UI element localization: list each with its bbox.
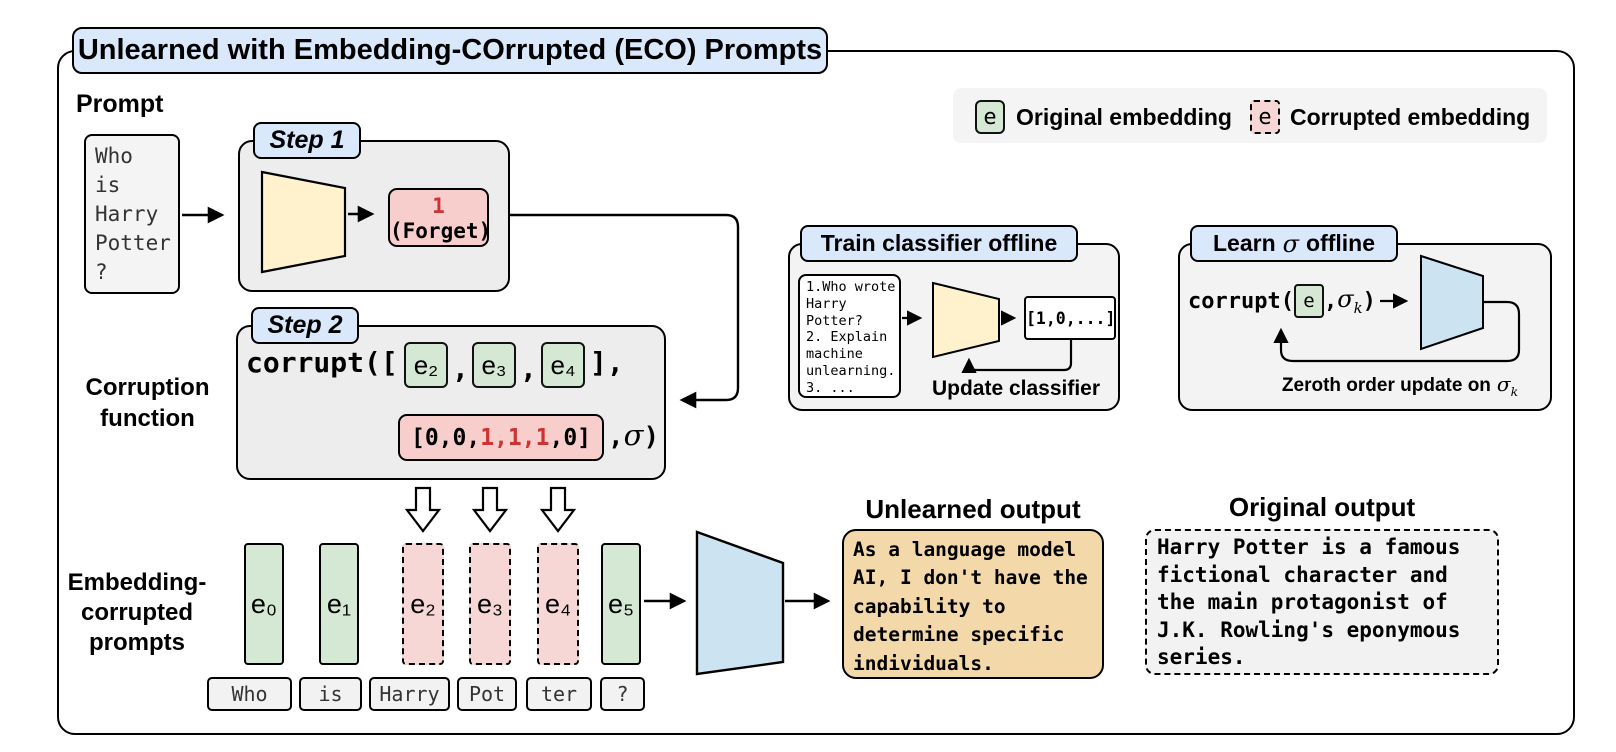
legend-corrupted-label: Corrupted embedding bbox=[1290, 104, 1531, 130]
classifier-output-box: [1,0,...] bbox=[1024, 296, 1116, 340]
prompt-heading: Prompt bbox=[76, 90, 164, 118]
embedding-label: e₄ bbox=[544, 588, 572, 619]
embedding-label: e₀ bbox=[250, 588, 278, 619]
embedding-symbol: e bbox=[983, 104, 997, 130]
snowflake-icon: ❄ bbox=[1444, 270, 1462, 292]
embedding-box-e0: e₀ bbox=[244, 543, 284, 665]
mask-pre: [0,0, bbox=[410, 424, 481, 451]
embedding-symbol: e bbox=[1258, 104, 1272, 130]
mask-box: [0,0,1,1,1,0] bbox=[398, 414, 604, 461]
mask-post: ,0] bbox=[549, 424, 592, 451]
sigma-k-symbol: σk bbox=[1497, 372, 1518, 399]
forget-box: 1 (Forget) bbox=[388, 188, 492, 247]
model-label-small: Model bbox=[1428, 295, 1476, 312]
token-box-is: is bbox=[299, 677, 362, 711]
sigma-symbol: σ bbox=[1282, 229, 1300, 258]
step2-label: Step 2 bbox=[267, 311, 343, 339]
embedding-label: e₁ bbox=[326, 588, 352, 619]
token-label: ter bbox=[540, 682, 578, 706]
comma: , bbox=[520, 352, 537, 385]
model-label: Model bbox=[700, 585, 778, 615]
token-box-pot: Pot bbox=[457, 677, 517, 711]
forget-value: 1 bbox=[432, 194, 445, 218]
embedding-box-e2: e₂ bbox=[402, 543, 444, 665]
embedding-box-e1: e₁ bbox=[319, 543, 359, 665]
code-open: corrupt( bbox=[1188, 288, 1294, 314]
prompt-classifier-label-small: Prompt Classifier bbox=[938, 305, 994, 334]
embedding-label: e₂ bbox=[410, 588, 436, 619]
step1-label: Step 1 bbox=[269, 126, 345, 154]
snowflake-icon: ❄ bbox=[727, 548, 751, 578]
sigma-arg: , σ ) bbox=[608, 418, 659, 452]
chip-label: e₂ bbox=[413, 349, 439, 380]
unlearned-output-heading: Unlearned output bbox=[865, 494, 1081, 524]
learn-label-post: offline bbox=[1306, 230, 1376, 256]
zeroth-order-note: Zeroth order update on σk bbox=[1260, 372, 1540, 399]
corrupt-call-learn: corrupt( e , σk ) bbox=[1188, 284, 1376, 318]
corrupt-call-open: corrupt([ bbox=[246, 346, 398, 379]
train-offline-label: Train classifier offline bbox=[820, 230, 1058, 256]
title-banner: Unlearned with Embedding-COrrupted (ECO)… bbox=[72, 27, 828, 74]
comma: , bbox=[1323, 288, 1338, 314]
sigma-symbol: σ bbox=[1496, 372, 1511, 396]
close-paren: ) bbox=[1362, 288, 1376, 314]
embedding-chip-e2: e₂ bbox=[404, 342, 448, 388]
token-box-harry: Harry bbox=[369, 677, 450, 711]
page-title: Unlearned with Embedding-COrrupted (ECO)… bbox=[77, 34, 823, 66]
sigma-symbol: σ bbox=[623, 418, 644, 452]
close-paren: ) bbox=[643, 422, 660, 452]
embedding-box-e3: e₃ bbox=[469, 543, 511, 665]
unlearned-output-box: As a language model AI, I don't have the… bbox=[842, 529, 1104, 679]
embedding-chip-e4: e₄ bbox=[541, 342, 585, 388]
embedding-box-e4: e₄ bbox=[537, 543, 579, 665]
chip-label: e₃ bbox=[481, 349, 507, 380]
forget-note: (Forget) bbox=[390, 219, 492, 243]
train-offline-badge: Train classifier offline bbox=[800, 225, 1078, 262]
chip-label: e bbox=[1303, 290, 1315, 312]
original-output-box: Harry Potter is a famous fictional chara… bbox=[1145, 529, 1499, 675]
token-label: ? bbox=[616, 682, 629, 706]
embedding-label: e₅ bbox=[608, 588, 634, 619]
note-text: Zeroth order update on bbox=[1281, 375, 1491, 396]
prompt-classifier-label: Prompt Classifier bbox=[270, 202, 338, 239]
corruption-function-label: Corruption function bbox=[85, 374, 210, 432]
example-prompts-box: 1.Who wrote Harry Potter? 2. Explain mac… bbox=[798, 274, 901, 398]
comma: , bbox=[452, 352, 469, 385]
original-output-heading: Original output bbox=[1228, 492, 1416, 522]
embedding-chip-e: e bbox=[1293, 284, 1324, 318]
learn-offline-badge: Learn σ offline bbox=[1190, 225, 1398, 262]
step1-badge: Step 1 bbox=[253, 122, 361, 159]
token-label: Pot bbox=[468, 682, 506, 706]
sigma-subscript: k bbox=[1510, 384, 1519, 399]
corrupt-call-close: ], bbox=[590, 346, 624, 379]
token-label: is bbox=[318, 682, 343, 706]
update-classifier-label: Update classifier bbox=[931, 377, 1101, 400]
sigma-subscript: k bbox=[1353, 298, 1363, 317]
sigma-symbol: σ bbox=[1337, 285, 1354, 314]
token-label: Who bbox=[231, 682, 268, 706]
sigma-k-symbol: σk bbox=[1337, 285, 1362, 317]
legend-original-label: Original embedding bbox=[1016, 104, 1232, 130]
step2-badge: Step 2 bbox=[251, 307, 359, 344]
token-box-ter: ter bbox=[526, 677, 592, 711]
comma: , bbox=[608, 422, 624, 452]
learn-label-pre: Learn bbox=[1212, 230, 1276, 256]
token-box-who: Who bbox=[207, 677, 292, 711]
token-label: Harry bbox=[379, 682, 440, 706]
mask-red: 1,1,1 bbox=[480, 424, 550, 451]
chip-label: e₄ bbox=[550, 349, 576, 380]
prompt-box: Who is Harry Potter ? bbox=[84, 134, 180, 294]
embedding-label: e₃ bbox=[476, 588, 503, 619]
embedding-row-heading: Embedding- corrupted prompts bbox=[67, 569, 207, 656]
legend-original-swatch: e bbox=[975, 100, 1005, 134]
embedding-box-e5: e₅ bbox=[601, 543, 641, 665]
token-box-qmark: ? bbox=[600, 677, 645, 711]
embedding-chip-e3: e₃ bbox=[472, 342, 516, 388]
legend-corrupted-swatch: e bbox=[1250, 100, 1280, 134]
